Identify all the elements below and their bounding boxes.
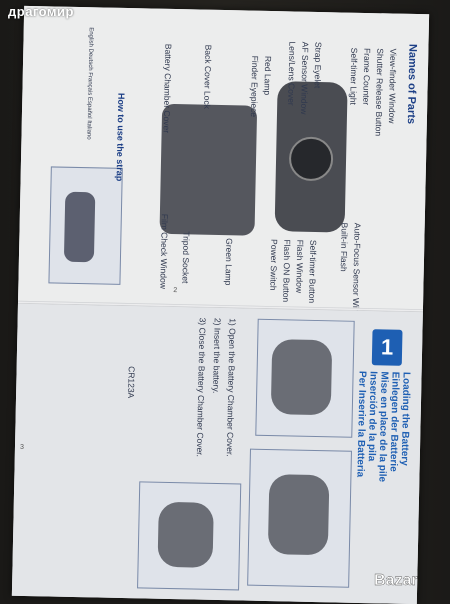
parts-list-12: Film Check Window bbox=[158, 214, 170, 289]
hand-camera-illustration-1 bbox=[270, 339, 333, 416]
parts-list-19: Built-in Flash bbox=[339, 222, 350, 271]
title-de: Einlegen der Batterie bbox=[387, 371, 401, 472]
instruction-3: 3) Close the Battery Chamber Cover. bbox=[194, 317, 208, 458]
strap-heading: How to use the strap bbox=[114, 92, 127, 182]
parts-list-13: Tripod Socket bbox=[180, 231, 191, 283]
parts-list-6: AF Sensor Window bbox=[299, 42, 311, 115]
part-label: Battery Chamber Cover bbox=[161, 43, 174, 134]
parts-list-4: Self-timer Light bbox=[348, 48, 359, 105]
step-number-badge: 1 bbox=[371, 329, 403, 366]
part-label: Built-in Flash bbox=[338, 222, 350, 272]
page-number-bottom: 3 bbox=[19, 443, 24, 451]
title-fr: Mise en place de la pile bbox=[376, 371, 390, 483]
strap-illustration bbox=[63, 191, 96, 263]
parts-list-11: Battery Chamber Cover bbox=[162, 44, 174, 133]
parts-list-14: Green Lamp bbox=[223, 238, 234, 285]
battery-type-note: CR123A bbox=[126, 366, 137, 399]
parts-list-17: Flash Window bbox=[294, 240, 305, 294]
title-en: Loading the Battery bbox=[398, 371, 412, 466]
camera-back-illustration bbox=[159, 103, 258, 236]
watermark-logo: драгомир bbox=[8, 4, 74, 19]
part-label: Green Lamp bbox=[223, 238, 235, 286]
part-label: Lens/Lens Cover bbox=[286, 41, 298, 106]
part-label: Power Switch bbox=[268, 239, 280, 291]
manual-top-panel: Names of Parts View-finder Window Shutte… bbox=[18, 5, 430, 333]
part-label: Film Check Window bbox=[158, 213, 170, 290]
names-of-parts-heading: Names of Parts bbox=[404, 43, 419, 125]
parts-list-15: Power Switch bbox=[268, 239, 279, 291]
title-it: Per Inserire la Batteria bbox=[354, 370, 368, 478]
parts-list-18: Self-timer Button bbox=[307, 240, 318, 304]
part-label: Red Lamp bbox=[262, 55, 274, 96]
parts-list-1: View-finder Window bbox=[387, 48, 399, 123]
parts-list-2: Shutter Release Button bbox=[374, 48, 386, 136]
bazar-logo: Bazar bbox=[374, 572, 418, 589]
camera-manual: Names of Parts View-finder Window Shutte… bbox=[11, 5, 430, 604]
parts-list-10: Back Cover Lock bbox=[202, 45, 213, 109]
parts-list-3: Frame Counter bbox=[361, 48, 372, 105]
part-label: Self-timer Button bbox=[307, 239, 319, 304]
parts-list-9: Finder Eyepiece bbox=[249, 56, 260, 118]
page-number-top: 2 bbox=[173, 287, 178, 295]
part-label: Frame Counter bbox=[361, 47, 373, 106]
parts-list-7: Lens/Lens Cover bbox=[286, 41, 297, 105]
bazar-logo-text: Bazar bbox=[374, 572, 418, 589]
part-label: Self-timer Light bbox=[348, 47, 360, 106]
instruction-1: 1) Open the Battery Chamber Cover. bbox=[224, 318, 238, 457]
part-label: Flash ON Button bbox=[281, 239, 293, 303]
title-es: Inserción de la pila bbox=[365, 371, 379, 462]
parts-list-8: Red Lamp bbox=[262, 56, 273, 95]
hand-camera-illustration-3 bbox=[157, 501, 214, 568]
hand-camera-illustration-2 bbox=[267, 474, 330, 556]
part-label: AF Sensor Window bbox=[299, 41, 311, 115]
part-label: Finder Eyepiece bbox=[248, 55, 261, 118]
language-note: English Deutsch Français Español Italian… bbox=[85, 27, 94, 140]
part-label: Shutter Release Button bbox=[373, 48, 386, 137]
part-label: Tripod Socket bbox=[180, 231, 192, 284]
part-label: Strap Eyelet bbox=[312, 41, 324, 89]
watermark-text: драгомир bbox=[8, 4, 74, 19]
instruction-2: 2) Insert the battery. bbox=[211, 317, 223, 394]
part-label: View-finder Window bbox=[386, 48, 399, 124]
parts-list-5: Strap Eyelet bbox=[313, 42, 324, 89]
manual-bottom-panel: 1 Loading the Battery Einlegen der Batte… bbox=[11, 303, 423, 604]
part-label: Back Cover Lock bbox=[202, 44, 214, 110]
part-label: Flash Window bbox=[294, 239, 306, 294]
parts-list-16: Flash ON Button bbox=[281, 239, 292, 302]
